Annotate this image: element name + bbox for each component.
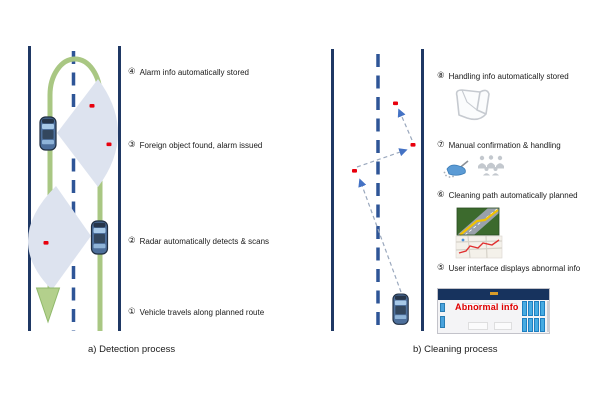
step-ui-displays: ⑤ User interface displays abnormal info: [437, 264, 580, 273]
step-number-4: ④: [128, 67, 136, 78]
handling-note-icon: [455, 89, 490, 121]
ui-bar: [540, 301, 545, 316]
step-label: Radar automatically detects & scans: [139, 237, 270, 246]
radar-scan-fan-right: [57, 79, 118, 187]
detection-vehicle-upper: [39, 116, 57, 151]
ui-bar: [528, 317, 533, 332]
caption-detection: a) Detection process: [88, 344, 176, 355]
foreign-object-dot: [43, 241, 49, 245]
step-alarm-issued: ③ Foreign object found, alarm issued: [128, 141, 262, 150]
step-vehicle-travels: ① Vehicle travels along planned route: [128, 308, 264, 317]
ui-scrollbar: [546, 301, 550, 332]
step-alarm-stored: ④ Alarm info automatically stored: [128, 68, 249, 77]
foreign-object-dot: [352, 169, 357, 173]
detection-road: [28, 46, 121, 331]
route-direction-arrow: [35, 287, 61, 324]
step-label: User interface displays abnormal info: [448, 264, 581, 273]
foreign-object-markers-cleaning: [352, 101, 416, 173]
step-label: Vehicle travels along planned route: [139, 308, 265, 317]
step-radar-scans: ② Radar automatically detects & scans: [128, 237, 269, 246]
route-3d-view: [456, 207, 500, 236]
ui-bar: [534, 301, 539, 316]
ui-bar: [522, 301, 527, 316]
foreign-object-dot: [410, 143, 416, 147]
foreign-object-dot: [106, 142, 112, 147]
cleaning-road: [331, 49, 424, 331]
radar-scan-fan-left: [27, 186, 91, 290]
step-handling-stored: ⑧ Handling info automatically stored: [437, 72, 569, 81]
foreign-object-dot: [393, 101, 398, 106]
step-label: Cleaning path automatically planned: [448, 191, 578, 200]
cleaning-path-arrows: [356, 108, 413, 293]
ui-ghost-panel: [463, 303, 479, 310]
ui-ghost-panel: [484, 303, 498, 310]
step-number-6: ⑥: [437, 190, 445, 201]
foreign-object-markers-detection: [43, 104, 112, 245]
ui-bar: [528, 301, 533, 316]
sweeper-icon: [443, 160, 469, 178]
step-label: Handling info automatically stored: [448, 72, 569, 81]
ui-ghost-panel: [468, 322, 488, 330]
ui-ghost-panel: [504, 303, 517, 310]
step-number-7: ⑦: [437, 140, 445, 151]
step-label: Foreign object found, alarm issued: [139, 141, 263, 150]
ui-side-block: [440, 303, 445, 312]
ui-list-bars: [522, 301, 545, 332]
cleaning-vehicle: [392, 293, 409, 325]
ui-side-block: [440, 316, 445, 328]
step-number-2: ②: [128, 236, 136, 247]
ui-bar: [540, 317, 545, 332]
ui-bar: [522, 317, 527, 332]
workers-icon: [478, 155, 504, 176]
ui-bar: [534, 317, 539, 332]
foreign-object-dot: [89, 104, 95, 108]
step-number-8: ⑧: [437, 71, 445, 82]
caption-cleaning: b) Cleaning process: [413, 344, 498, 355]
ui-header-notch: [490, 292, 498, 295]
ui-ghost-panel: [494, 322, 512, 330]
step-number-3: ③: [128, 140, 136, 151]
abnormal-info-label: Abnormal info: [455, 302, 519, 312]
step-label: Alarm info automatically stored: [139, 68, 250, 77]
detection-vehicle-lower: [90, 220, 109, 255]
step-number-5: ⑤: [437, 263, 445, 274]
route-map-view: [455, 235, 503, 259]
ui-header-bar: [438, 289, 549, 300]
monitor-ui-mock: Abnormal info: [437, 288, 550, 334]
step-number-1: ①: [128, 307, 136, 318]
step-cleaning-path: ⑥ Cleaning path automatically planned: [437, 191, 578, 200]
step-label: Manual confirmation & handling: [448, 141, 561, 150]
step-manual-confirmation: ⑦ Manual confirmation & handling: [437, 141, 561, 150]
